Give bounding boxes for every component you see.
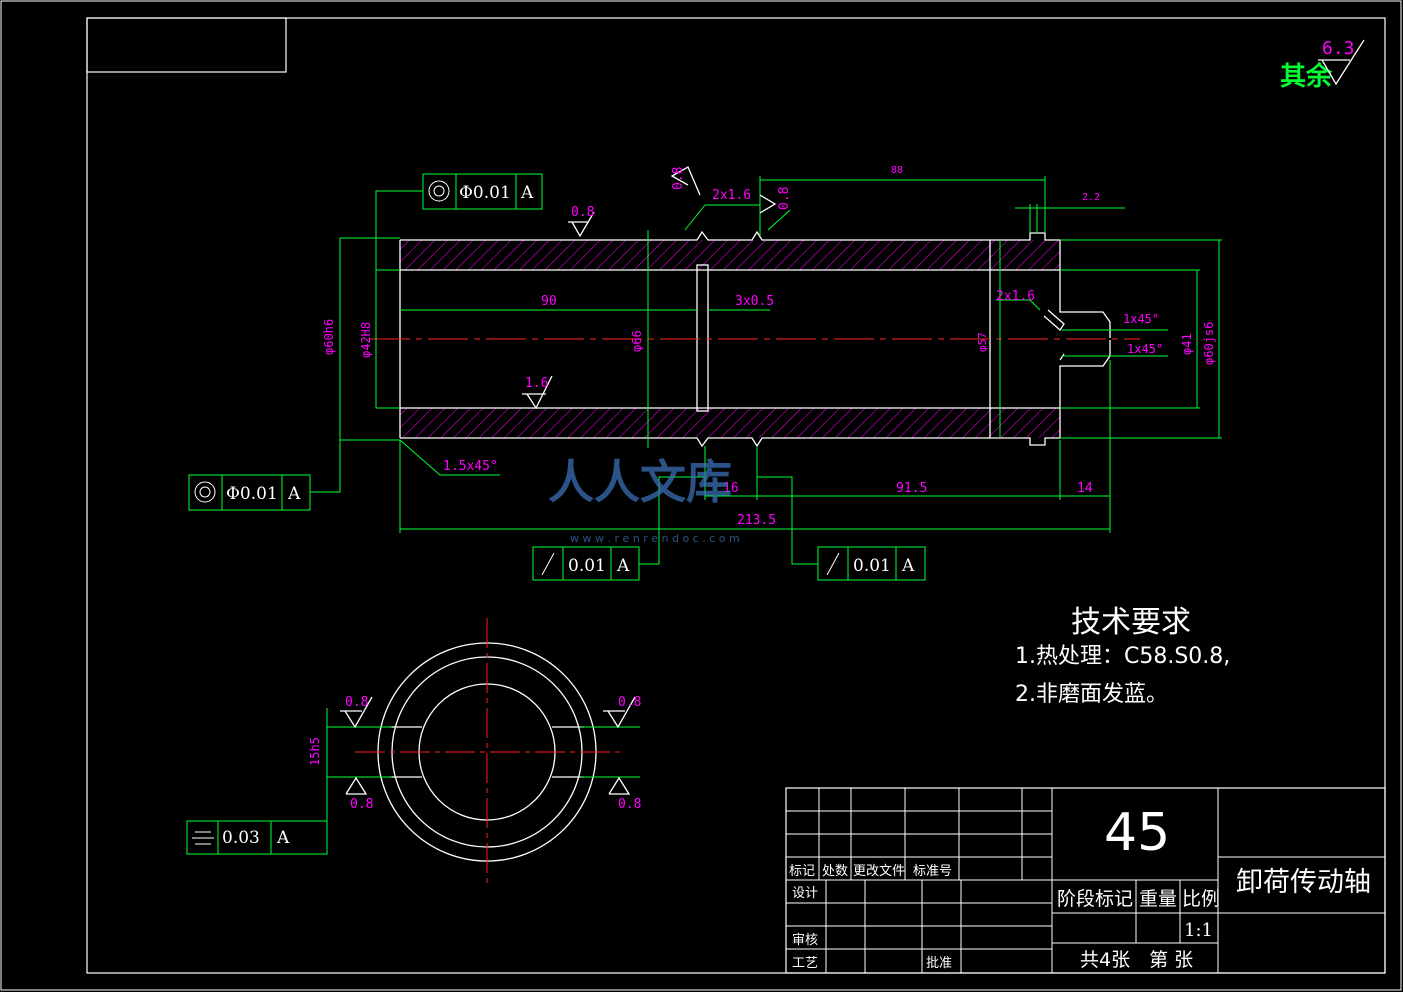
roughness-end-br: 0.8 <box>618 797 641 812</box>
svg-text:A: A <box>616 556 630 576</box>
internal-groove <box>696 264 709 412</box>
dim-d66: φ66 <box>630 330 644 352</box>
dim-d57: φ57 <box>976 332 989 352</box>
dim-d41: φ41 <box>1180 333 1194 355</box>
dim-chamfer-1b: 1x45° <box>1127 342 1163 356</box>
title-block <box>785 787 1386 974</box>
svg-text:0.03: 0.03 <box>222 828 260 848</box>
tb-approve: 批准 <box>926 956 952 971</box>
shaft-section-view <box>370 230 1140 448</box>
roughness-symbols: 0.8 0.8 0.8 1.6 <box>522 166 792 410</box>
roughness-end-bl: 0.8 <box>350 797 373 812</box>
tb-std-no: 标准号 <box>913 864 952 879</box>
roughness-top-left: 0.8 <box>571 205 594 220</box>
outer-profile-top <box>400 230 1111 338</box>
svg-text:A: A <box>287 484 301 504</box>
svg-text:A: A <box>520 183 534 203</box>
svg-text:人人文库: 人人文库 <box>548 455 732 509</box>
dim-chamfer-1a: 1x45° <box>1123 312 1159 326</box>
dim-chamfer-15: 1.5x45° <box>443 459 498 474</box>
outer-profile-bottom <box>400 340 1111 448</box>
dimension-texts: φ60h6 φ42H8 φ66 φ57 φ41 φ60js6 90 3x0.5 … <box>322 165 1216 528</box>
tb-count: 处数 <box>822 864 848 879</box>
dim-len-90: 90 <box>541 294 557 309</box>
upper-wall-hatch <box>400 240 1060 270</box>
inner-border <box>86 17 1386 974</box>
roughness-groove-a: 0.8 <box>671 167 686 190</box>
general-finish-symbol <box>1321 39 1365 86</box>
dim-len-88: 88 <box>891 165 903 176</box>
tb-weight: 重量 <box>1139 888 1177 910</box>
roughness-groove-b: 0.8 <box>777 187 792 210</box>
dim-groove-2x16-a: 2x1.6 <box>712 188 751 203</box>
tb-review: 审核 <box>792 933 818 948</box>
dim-len-14: 14 <box>1077 481 1093 496</box>
general-finish-prefix: 其余 <box>1280 61 1333 92</box>
dimension-lines <box>339 176 1222 533</box>
tb-design: 设计 <box>792 886 818 901</box>
material-value: 45 <box>1104 803 1170 863</box>
dim-len-16: 16 <box>723 481 739 496</box>
svg-text:0.01: 0.01 <box>853 556 891 576</box>
dim-len-2135: 213.5 <box>737 513 776 528</box>
watermark: 人人文库 w w w . r e n r e n d o c . c o m <box>548 455 740 545</box>
dim-groove-2x16-b: 2x1.6 <box>996 289 1035 304</box>
tolerance-frame-runout-1: 0.01 A <box>532 476 705 581</box>
tolerance-frame-concentricity-left: Φ0.01 A <box>188 440 341 511</box>
dim-d42h8: φ42H8 <box>359 322 373 358</box>
svg-text:Φ0.01: Φ0.01 <box>459 183 511 203</box>
drawing-number-box <box>86 17 287 73</box>
svg-text:A: A <box>276 828 290 848</box>
roughness-end-tr: 0.8 <box>618 695 641 710</box>
svg-text:Φ0.01: Φ0.01 <box>226 484 278 504</box>
tb-mark: 标记 <box>789 864 815 879</box>
tb-scale: 1:1 <box>1184 920 1213 941</box>
part-name: 卸荷传动轴 <box>1236 867 1371 898</box>
roughness-bore: 1.6 <box>525 376 548 391</box>
tb-process: 工艺 <box>792 956 818 971</box>
dim-d60js6: φ60js6 <box>1202 322 1216 365</box>
dim-len-915: 91.5 <box>896 481 927 496</box>
tech-requirement-2: 2.非磨面发蓝。 <box>1015 682 1168 707</box>
dim-len-22: 2.2 <box>1082 192 1100 203</box>
dim-groove-3x05: 3x0.5 <box>735 294 774 309</box>
end-view <box>327 618 640 886</box>
svg-text:w w w . r e n r e n d o c . c: w w w . r e n r e n d o c . c o m <box>570 532 740 545</box>
tb-stage-mark: 阶段标记 <box>1057 888 1133 910</box>
tb-change-doc: 更改文件 <box>853 864 905 879</box>
tolerance-frame-concentricity-top: Φ0.01 A <box>375 173 543 270</box>
svg-text:0.01: 0.01 <box>568 556 606 576</box>
dim-slot-15h5: 15h5 <box>308 737 322 766</box>
tech-requirement-1: 1.热处理：C58.S0.8, <box>1015 644 1230 669</box>
lower-wall-hatch <box>400 408 1060 438</box>
general-finish-value: 6.3 <box>1322 38 1355 59</box>
tolerance-frame-runout-2: 0.01 A <box>757 476 926 581</box>
roughness-end-tl: 0.8 <box>345 695 368 710</box>
tech-requirements-title: 技术要求 <box>1071 605 1191 640</box>
tb-scale-label: 比例 <box>1182 888 1220 910</box>
tolerance-frame-symmetry: 0.03 A <box>186 708 328 855</box>
tb-sheets: 共4张 第 张 <box>1080 949 1193 971</box>
svg-text:A: A <box>901 556 915 576</box>
dim-d60h6: φ60h6 <box>322 319 336 355</box>
